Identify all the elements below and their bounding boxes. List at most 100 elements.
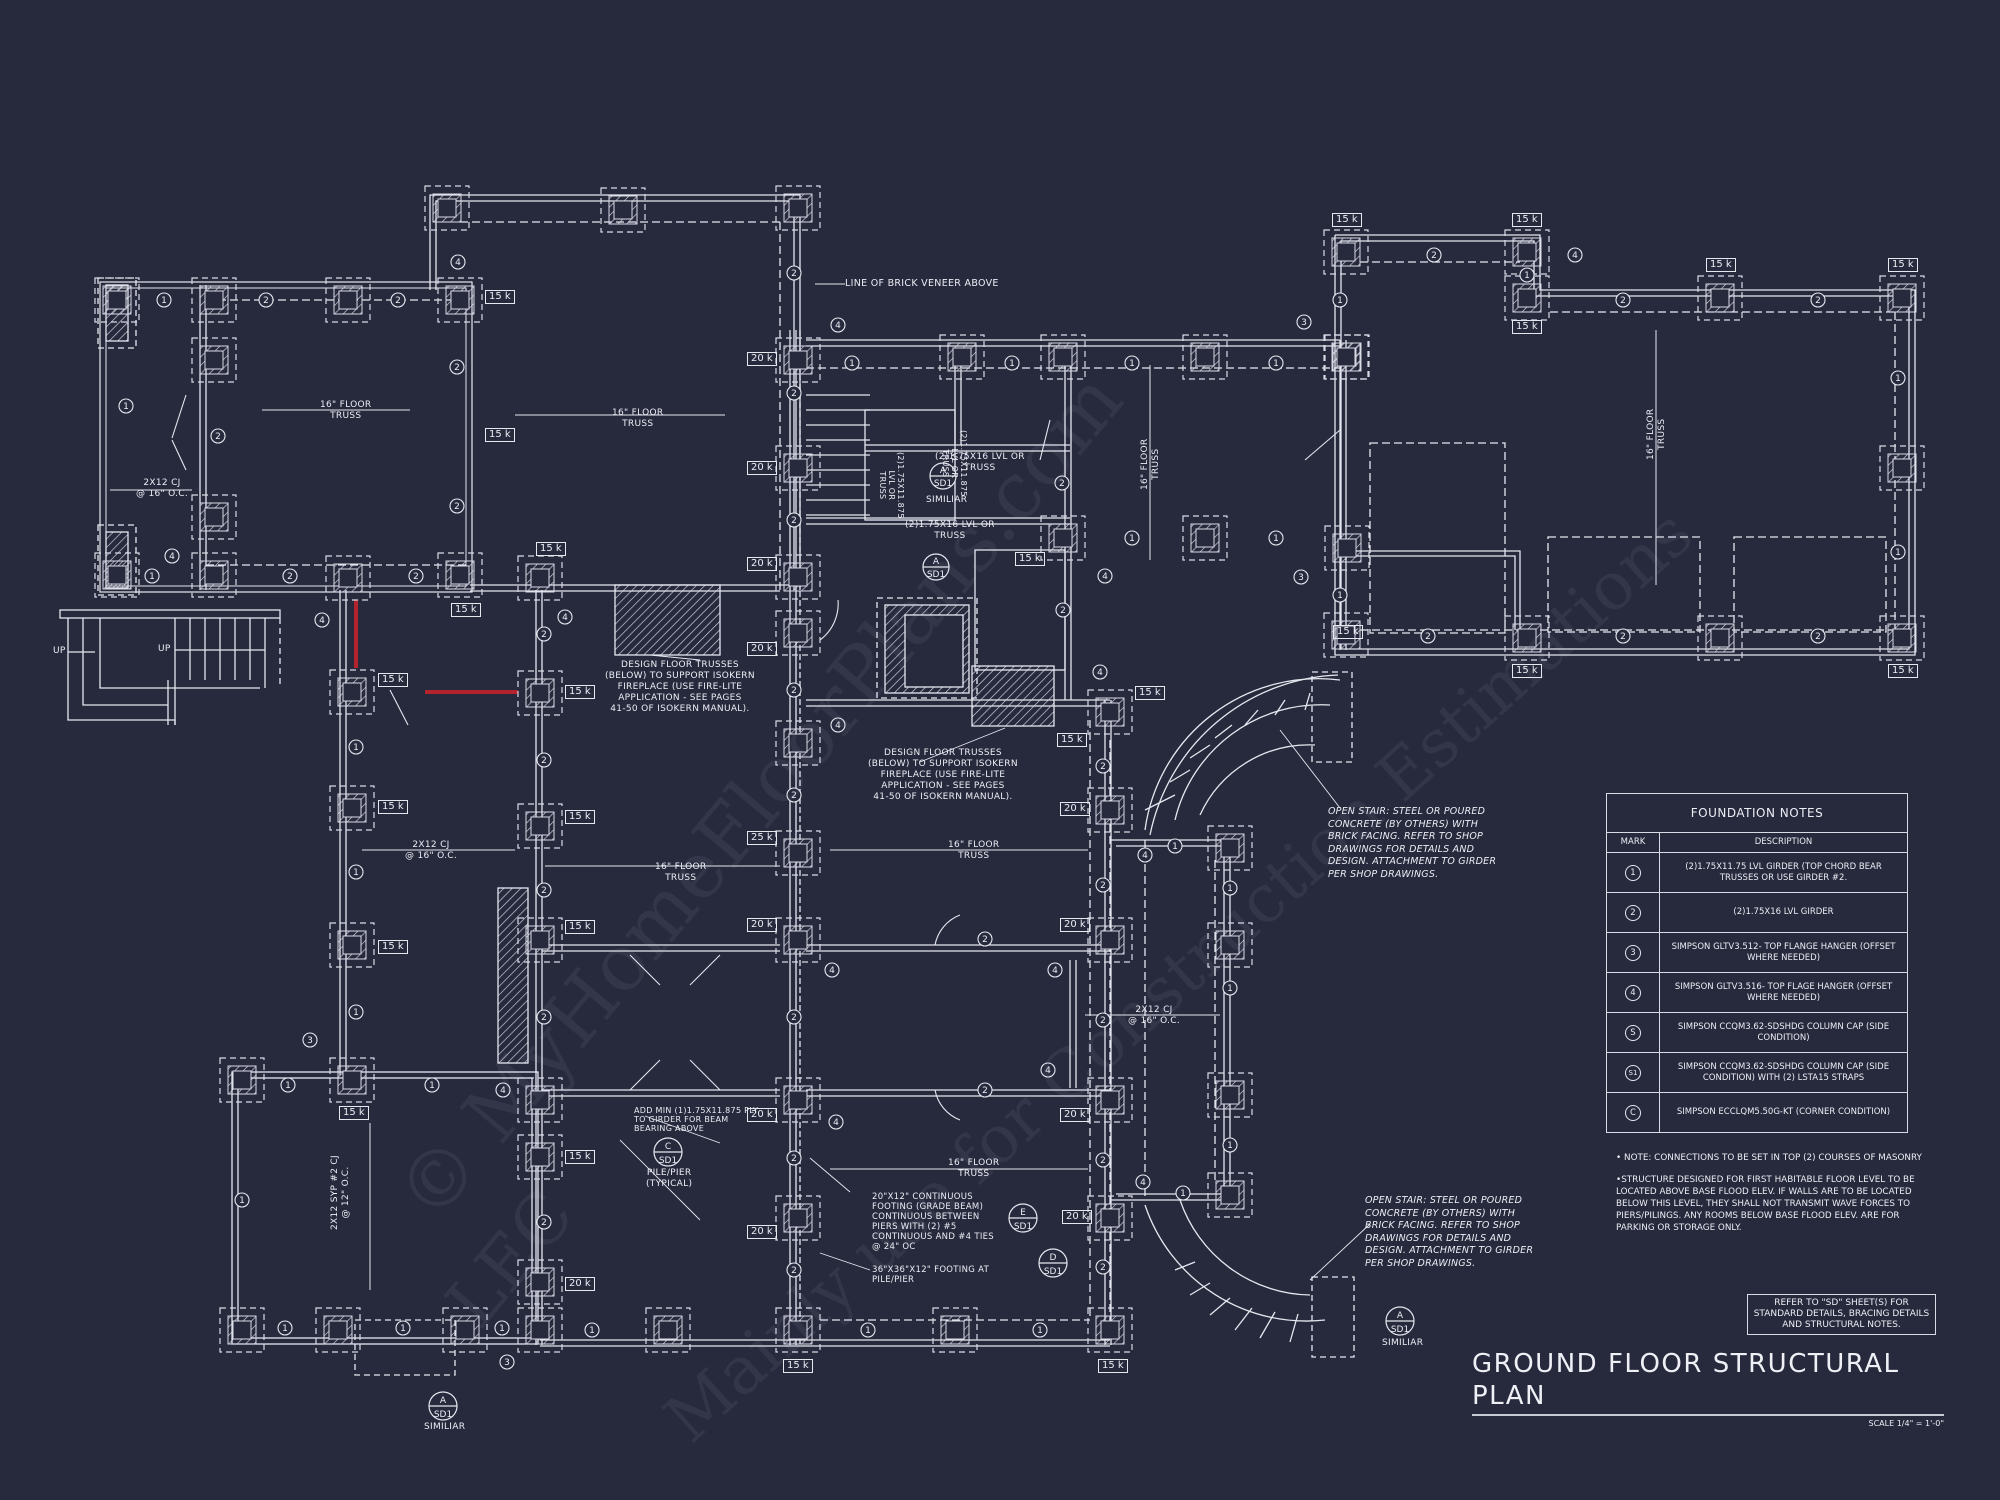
load-tag: 20 k [747, 352, 777, 366]
mark-symbol: C [1625, 1104, 1641, 1121]
load-tag: 15 k [1098, 1359, 1128, 1373]
svg-text:4: 4 [319, 616, 325, 626]
load-tag: 20 k [1060, 802, 1090, 816]
load-tag: 20 k [747, 642, 777, 656]
west-center-walls [339, 584, 780, 1345]
svg-text:2: 2 [395, 296, 401, 306]
svg-text:SD1: SD1 [1044, 1267, 1062, 1277]
southwest-room-walls [231, 1071, 539, 1376]
svg-text:2: 2 [413, 572, 419, 582]
svg-text:1: 1 [1273, 359, 1279, 369]
load-tag: 15 k [485, 428, 515, 442]
svg-text:A: A [1397, 1311, 1404, 1321]
truss-label-center-1: 16" FLOOR TRUSS [655, 862, 707, 883]
mark-symbol: 3 [1625, 944, 1641, 961]
svg-text:2: 2 [541, 1218, 547, 1228]
svg-text:1: 1 [1337, 591, 1343, 601]
svg-text:SD1: SD1 [1014, 1222, 1032, 1232]
svg-text:SD1: SD1 [1391, 1325, 1409, 1335]
load-tag: 20 k [565, 1277, 595, 1291]
svg-text:4: 4 [1140, 1178, 1146, 1188]
svg-text:1: 1 [1337, 296, 1343, 306]
general-note: • NOTE: CONNECTIONS TO BE SET IN TOP (2)… [1616, 1153, 1922, 1163]
grade-beam-footing-note: 20"x12" CONTINUOUS FOOTING (GRADE BEAM) … [872, 1192, 994, 1252]
west-wing-walls [97, 277, 473, 596]
load-tag: 15 k [339, 1106, 369, 1120]
svg-text:2: 2 [791, 389, 797, 399]
description-cell: (2)1.75x16 LVL GIRDER [1659, 892, 1908, 933]
leader-lines [619, 283, 1371, 1281]
svg-text:2: 2 [1100, 1263, 1106, 1273]
svg-text:1: 1 [1895, 374, 1901, 384]
load-tag: 15 k [1015, 552, 1045, 566]
table-row: 1(2)1.75x11.75 LVL GIRDER (TOP CHORD BEA… [1606, 852, 1908, 893]
load-tag: 20 k [747, 557, 777, 571]
svg-text:1: 1 [353, 1008, 359, 1018]
svg-text:3: 3 [1301, 318, 1307, 328]
svg-text:1: 1 [123, 402, 129, 412]
svg-text:4: 4 [1102, 572, 1108, 582]
south-curved-stair [1144, 1199, 1355, 1358]
svg-text:1: 1 [1273, 534, 1279, 544]
mark-symbol: 2 [1625, 904, 1641, 921]
svg-text:2: 2 [454, 502, 460, 512]
table-row: 2 (2)1.75x16 LVL GIRDER [1606, 892, 1908, 933]
title-block: GROUND FLOOR STRUCTURAL PLAN SCALE 1/4" … [1472, 1348, 1944, 1428]
mark-symbol: S1 [1625, 1064, 1641, 1081]
load-tag: 20 k [747, 918, 777, 932]
load-tag: 15 k [1706, 258, 1736, 272]
truss-label-center-2: 16" FLOOR TRUSS [948, 840, 1000, 861]
svg-text:1: 1 [149, 572, 155, 582]
svg-text:1: 1 [429, 1081, 435, 1091]
highlighted-beams [354, 600, 518, 694]
load-tag: 15 k [565, 685, 595, 699]
svg-text:SD1: SD1 [927, 570, 945, 580]
cj-label-east: 2x12 CJ @ 16" O.C. [1128, 1005, 1181, 1026]
fireplace-note-center: DESIGN FLOOR TRUSSES (BELOW) TO SUPPORT … [868, 748, 1018, 802]
svg-text:2: 2 [541, 630, 547, 640]
truss-label-west: 16" FLOOR TRUSS [320, 400, 372, 421]
svg-text:4: 4 [500, 1086, 506, 1096]
svg-text:4: 4 [833, 1118, 839, 1128]
svg-text:SD1: SD1 [659, 1156, 677, 1166]
load-tag: 20 k [747, 1108, 777, 1122]
svg-text:1: 1 [239, 1196, 245, 1206]
description-cell: SIMPSON GLTV3.516- TOP FLAGE HANGER (OFF… [1659, 972, 1908, 1013]
svg-text:1: 1 [285, 1081, 291, 1091]
svg-text:1: 1 [849, 359, 855, 369]
doors [171, 394, 1341, 1121]
truss-label-east-v1: 16" FLOOR TRUSS [1140, 438, 1161, 490]
similar-label-stair: SIMILIAR [926, 495, 968, 505]
lvl-label-stair-v2: (2)1.75x11.875 LVL OR TRUSS [878, 452, 905, 519]
svg-text:2: 2 [791, 1266, 797, 1276]
svg-text:3: 3 [1298, 573, 1304, 583]
svg-text:2: 2 [982, 1086, 988, 1096]
description-cell: SIMPSON ECCLQM5.50G-KT (CORNER CONDITION… [1659, 1092, 1908, 1133]
pier-footing-note: 36"x36"x12" FOOTING AT PILE/PIER [872, 1265, 990, 1285]
svg-text:4: 4 [1045, 1066, 1051, 1076]
load-tag: 15 k [1512, 320, 1542, 334]
svg-text:1: 1 [1227, 984, 1233, 994]
svg-text:1: 1 [499, 1324, 505, 1334]
mark-symbol: 4 [1625, 984, 1641, 1001]
svg-text:1: 1 [1009, 359, 1015, 369]
svg-text:2: 2 [791, 791, 797, 801]
load-tag: 20 k [747, 1225, 777, 1239]
svg-text:2: 2 [541, 1013, 547, 1023]
load-tag: 15 k [1057, 733, 1087, 747]
svg-text:1: 1 [865, 1326, 871, 1336]
svg-text:2: 2 [1815, 632, 1821, 642]
brick-veneer-label: LINE OF BRICK VENEER ABOVE [845, 278, 999, 289]
svg-text:2: 2 [263, 296, 269, 306]
svg-text:2: 2 [1100, 1016, 1106, 1026]
svg-text:3: 3 [504, 1358, 510, 1368]
load-tag: 15 k [1888, 664, 1918, 678]
load-tag: 20 k [1062, 1210, 1092, 1224]
similar-label-southwest: SIMILIAR [424, 1422, 466, 1432]
truss-label-east-v2: 16" FLOOR TRUSS [1646, 408, 1667, 460]
svg-text:4: 4 [1572, 251, 1578, 261]
svg-text:2: 2 [791, 686, 797, 696]
load-tag: 15 k [1135, 686, 1165, 700]
